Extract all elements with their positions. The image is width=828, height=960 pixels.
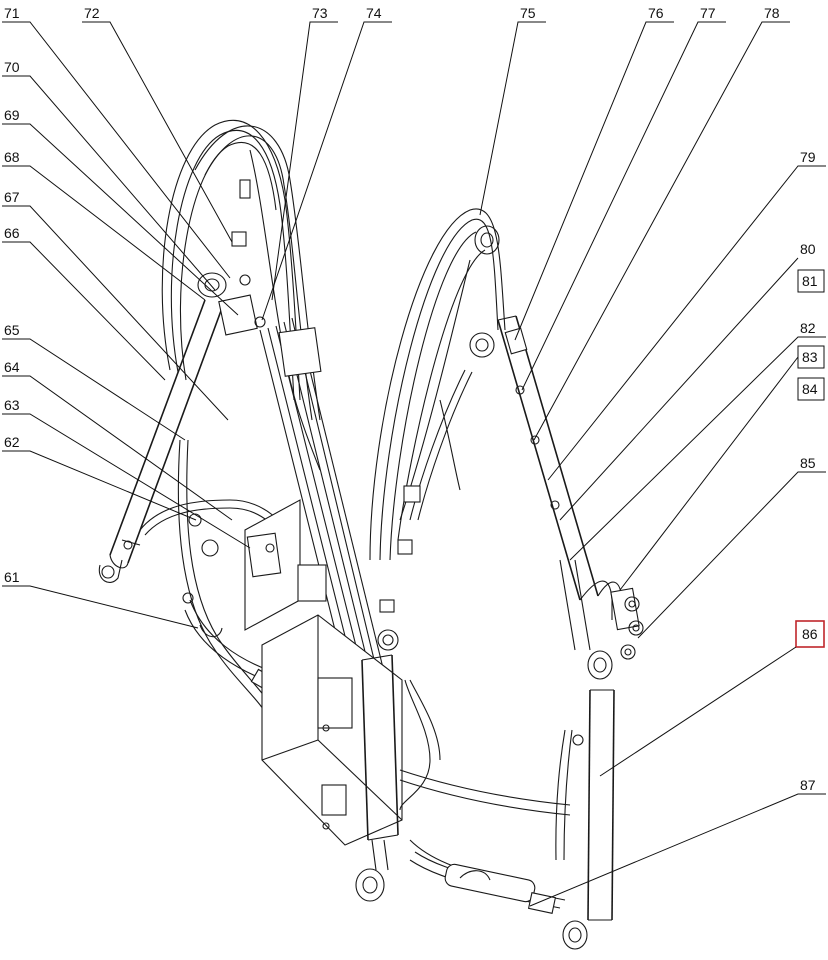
left-callouts: 71 70 69 68 67 66 65 64 63 62 61 [2, 5, 251, 629]
callout-74: 74 [366, 5, 382, 21]
callout-69: 69 [4, 107, 20, 123]
callout-65: 65 [4, 322, 20, 338]
callout-85: 85 [800, 455, 816, 471]
callout-67: 67 [4, 189, 20, 205]
callout-79: 79 [800, 149, 816, 165]
callout-75: 75 [520, 5, 536, 21]
assembly-linework [98, 119, 644, 950]
callout-64: 64 [4, 359, 20, 375]
callout-84: 84 [802, 381, 818, 397]
callout-box-84 [797, 377, 825, 401]
top-callouts: 72 73 74 75 76 77 78 [82, 5, 790, 441]
callout-63: 63 [4, 397, 20, 413]
callout-82: 82 [800, 320, 816, 336]
callout-73: 73 [312, 5, 328, 21]
callout-68: 68 [4, 149, 20, 165]
callout-81: 81 [802, 273, 818, 289]
callout-76: 76 [648, 5, 664, 21]
callout-66: 66 [4, 225, 20, 241]
callout-86: 86 [802, 626, 818, 642]
callout-77: 77 [700, 5, 716, 21]
right-callouts: 79 80 81 82 83 84 85 86 87 [529, 149, 826, 907]
callout-box-86-highlighted [795, 620, 825, 648]
callout-61: 61 [4, 569, 20, 585]
callout-70: 70 [4, 59, 20, 75]
callout-83: 83 [802, 349, 818, 365]
callout-62: 62 [4, 434, 20, 450]
callout-71: 71 [4, 5, 20, 21]
callout-80: 80 [800, 241, 816, 257]
callout-box-81 [797, 269, 825, 293]
callout-78: 78 [764, 5, 780, 21]
callout-72: 72 [84, 5, 100, 21]
callout-87: 87 [800, 777, 816, 793]
